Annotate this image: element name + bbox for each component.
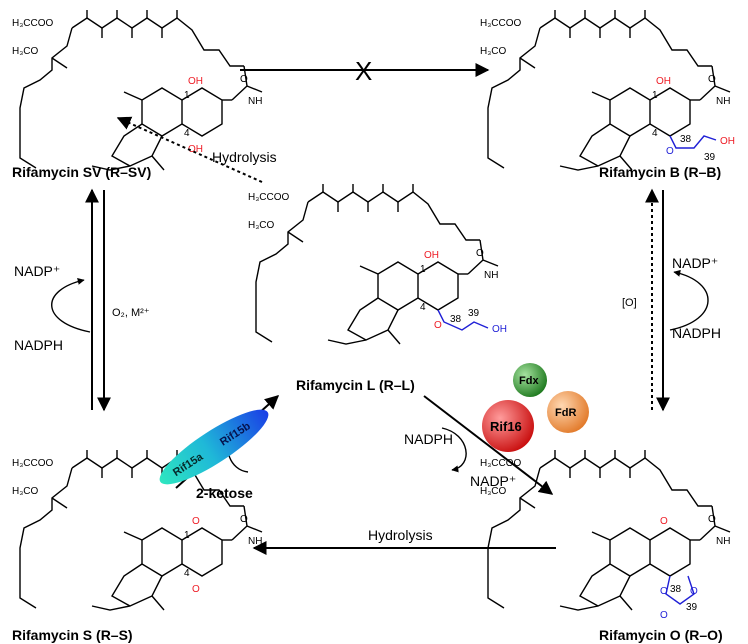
atom-label: H₃CCOO bbox=[480, 18, 522, 29]
atom-label-red: OH bbox=[720, 136, 735, 147]
atom-label: O bbox=[708, 74, 716, 85]
compound-label-rifamycin-b: Rifamycin B (R–B) bbox=[599, 164, 721, 180]
atom-label: NH bbox=[716, 536, 730, 547]
arrow-l-to-o bbox=[423, 395, 554, 495]
atom-number: 4 bbox=[420, 302, 426, 313]
enzyme-label-rif16: Rif16 bbox=[490, 419, 522, 434]
atom-label-blue: O bbox=[690, 586, 698, 597]
enzyme-label-fdr: FdR bbox=[555, 407, 576, 419]
atom-number: 39 bbox=[468, 308, 480, 319]
atom-label: O bbox=[240, 514, 248, 525]
atom-label: O bbox=[476, 248, 484, 259]
compound-label-rifamycin-o: Rifamycin O (R–O) bbox=[599, 627, 723, 643]
structure-rifamycin-l: H₃CCOO H₃CO NH O OH 1 4 O 38 39 OH bbox=[248, 183, 507, 345]
atom-label: H₃CO bbox=[12, 46, 39, 57]
atom-label-blue: O bbox=[666, 146, 674, 157]
enzyme-label-fdx: Fdx bbox=[519, 375, 539, 387]
label-nadph-center: NADPH bbox=[404, 431, 453, 447]
label-hydrolysis-bottom: Hydrolysis bbox=[368, 527, 433, 543]
cofactor-curve-center bbox=[441, 427, 467, 473]
atom-number: 39 bbox=[704, 152, 716, 163]
structure-rifamycin-sv: H₃CCOO H₃CO NH O OH OH 1 4 bbox=[12, 9, 263, 171]
atom-label-red: OH bbox=[188, 144, 203, 155]
structure-rifamycin-o: H₃CCOO H₃CO NH O O O O 38 39 O bbox=[480, 449, 731, 621]
atom-label-red: O bbox=[192, 516, 200, 527]
label-nadph-right: NADPH bbox=[672, 325, 721, 341]
atom-label-blue: OH bbox=[492, 324, 507, 335]
atom-label: NH bbox=[248, 96, 262, 107]
atom-number: 1 bbox=[652, 90, 658, 101]
atom-label-red: OH bbox=[188, 76, 203, 87]
atom-number: 1 bbox=[420, 264, 426, 275]
atom-label: NH bbox=[248, 536, 262, 547]
label-o2-metal: O₂, M²⁺ bbox=[112, 307, 150, 319]
enzyme-fdx bbox=[513, 363, 547, 397]
label-nadp-left: NADP⁺ bbox=[14, 263, 60, 279]
atom-number: 1 bbox=[184, 90, 190, 101]
atom-label: H₃CO bbox=[12, 486, 39, 497]
atom-label: H₃CO bbox=[480, 486, 507, 497]
atom-number: 38 bbox=[450, 314, 462, 325]
atom-label: NH bbox=[716, 96, 730, 107]
atom-number: 4 bbox=[652, 128, 658, 139]
atom-label: H₃CCOO bbox=[248, 192, 290, 203]
atom-label: H₃CCOO bbox=[12, 458, 54, 469]
compound-label-rifamycin-sv: Rifamycin SV (R–SV) bbox=[12, 164, 151, 180]
atom-label-blue: O bbox=[660, 610, 668, 621]
atom-label-red: O bbox=[660, 516, 668, 527]
arrow-l-to-sv bbox=[116, 116, 263, 183]
atom-number: 38 bbox=[670, 584, 682, 595]
atom-label-red: O bbox=[434, 320, 442, 331]
atom-label-red: OH bbox=[424, 250, 439, 261]
enzyme-rif16 bbox=[482, 400, 534, 452]
compound-label-rifamycin-l: Rifamycin L (R–L) bbox=[296, 377, 415, 393]
structure-rifamycin-s: H₃CCOO H₃CO NH O O O 1 4 bbox=[12, 449, 263, 611]
atom-label: NH bbox=[484, 270, 498, 281]
structure-rifamycin-b: H₃CCOO H₃CO NH O OH 1 4 O 38 39 OH bbox=[480, 9, 735, 171]
atom-number: 4 bbox=[184, 128, 190, 139]
atom-label: O bbox=[708, 514, 716, 525]
atom-number: 39 bbox=[686, 602, 698, 613]
atom-number: 4 bbox=[184, 568, 190, 579]
label-nadph-left: NADPH bbox=[14, 337, 63, 353]
cofactor-curve-right bbox=[669, 269, 709, 331]
atom-label: O bbox=[240, 74, 248, 85]
cofactor-curve-left bbox=[51, 277, 91, 333]
enzyme-fdr bbox=[547, 391, 589, 433]
label-hydrolysis-top: Hydrolysis bbox=[212, 149, 277, 165]
atom-label: H₃CO bbox=[480, 46, 507, 57]
atom-number: 38 bbox=[680, 134, 692, 145]
atom-label: H₃CCOO bbox=[480, 458, 522, 469]
blocked-mark: X bbox=[355, 56, 372, 86]
atom-label-red: O bbox=[192, 584, 200, 595]
atom-label: H₃CO bbox=[248, 220, 275, 231]
atom-label-red: OH bbox=[656, 76, 671, 87]
enzyme-rif15ab: Rif15a Rif15b bbox=[159, 409, 269, 485]
label-ketose: 2-ketose bbox=[196, 485, 253, 501]
label-nadp-right: NADP⁺ bbox=[672, 255, 718, 271]
rif15-pill bbox=[159, 409, 269, 485]
label-oxidation: [O] bbox=[622, 297, 637, 309]
label-nadp-center: NADP⁺ bbox=[470, 473, 516, 489]
compound-label-rifamycin-s: Rifamycin S (R–S) bbox=[12, 627, 133, 643]
atom-label-blue: O bbox=[660, 586, 668, 597]
atom-number: 1 bbox=[184, 530, 190, 541]
atom-label: H₃CCOO bbox=[12, 18, 54, 29]
